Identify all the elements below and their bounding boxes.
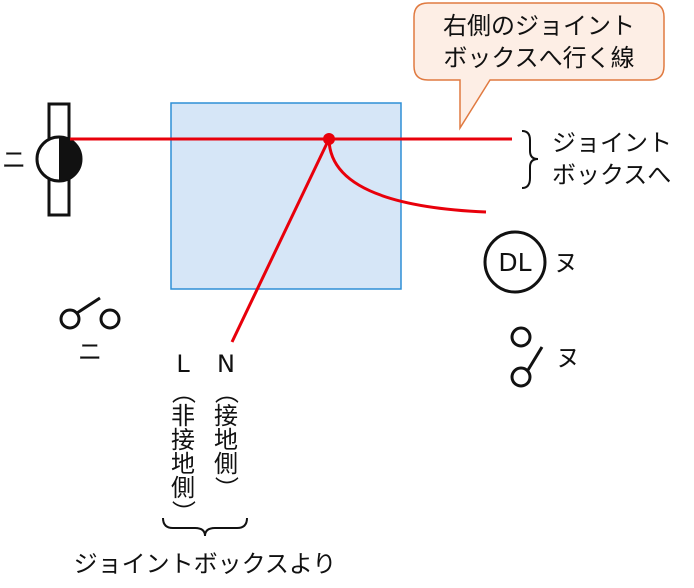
incoming-source-label: ジョイントボックスより — [74, 550, 337, 578]
switch-right-label: ヌ — [556, 344, 580, 372]
lamp-label: ニ — [2, 146, 26, 174]
incoming-n-letter: N — [217, 350, 235, 378]
incoming-l-desc-char: 接 — [171, 426, 195, 454]
switch-left-contact-1 — [59, 308, 81, 330]
switch-right-contact-1 — [510, 326, 532, 348]
incoming-n-description: （接地側） — [212, 380, 240, 500]
callout-line-1: 右側のジョイント — [443, 12, 635, 40]
incoming-l-desc-char: 地 — [171, 450, 195, 478]
wire-incoming — [230, 138, 331, 343]
downlight-symbol: DL — [498, 248, 531, 277]
wire-to-downlight — [327, 138, 487, 214]
switch-right-contact-2 — [510, 366, 532, 388]
incoming-n-desc-char: 接 — [214, 402, 238, 430]
incoming-brace — [162, 517, 248, 537]
downlight-label: ヌ — [554, 249, 578, 277]
downlight-circle — [483, 230, 547, 294]
callout-line-2: ボックスへ行く線 — [443, 44, 634, 72]
incoming-l-desc-char: （ — [169, 380, 197, 404]
incoming-n-desc-char: ） — [212, 476, 240, 500]
junction-dot — [323, 133, 335, 145]
incoming-n-desc-char: 側 — [214, 450, 238, 478]
switch-left-lever — [76, 296, 101, 315]
incoming-n-desc-char: （ — [212, 380, 240, 404]
switch-left-contact-2 — [99, 308, 121, 330]
incoming-l-letter: L — [176, 350, 190, 378]
incoming-l-desc-char: ） — [169, 500, 197, 524]
switch-right-lever — [526, 346, 544, 371]
right-exit-line-1: ジョイント — [552, 129, 672, 157]
lamp-fixture-half-fill — [59, 137, 81, 181]
incoming-n-desc-char: 地 — [214, 426, 238, 454]
right-exit-line-2: ボックスへ — [552, 161, 671, 189]
incoming-l-desc-char: 側 — [171, 474, 195, 502]
joint-box — [170, 102, 402, 290]
incoming-l-desc-char: 非 — [171, 402, 195, 430]
right-exit-brace — [521, 130, 539, 189]
switch-left-label: ニ — [78, 338, 102, 366]
callout-bubble — [413, 2, 665, 131]
